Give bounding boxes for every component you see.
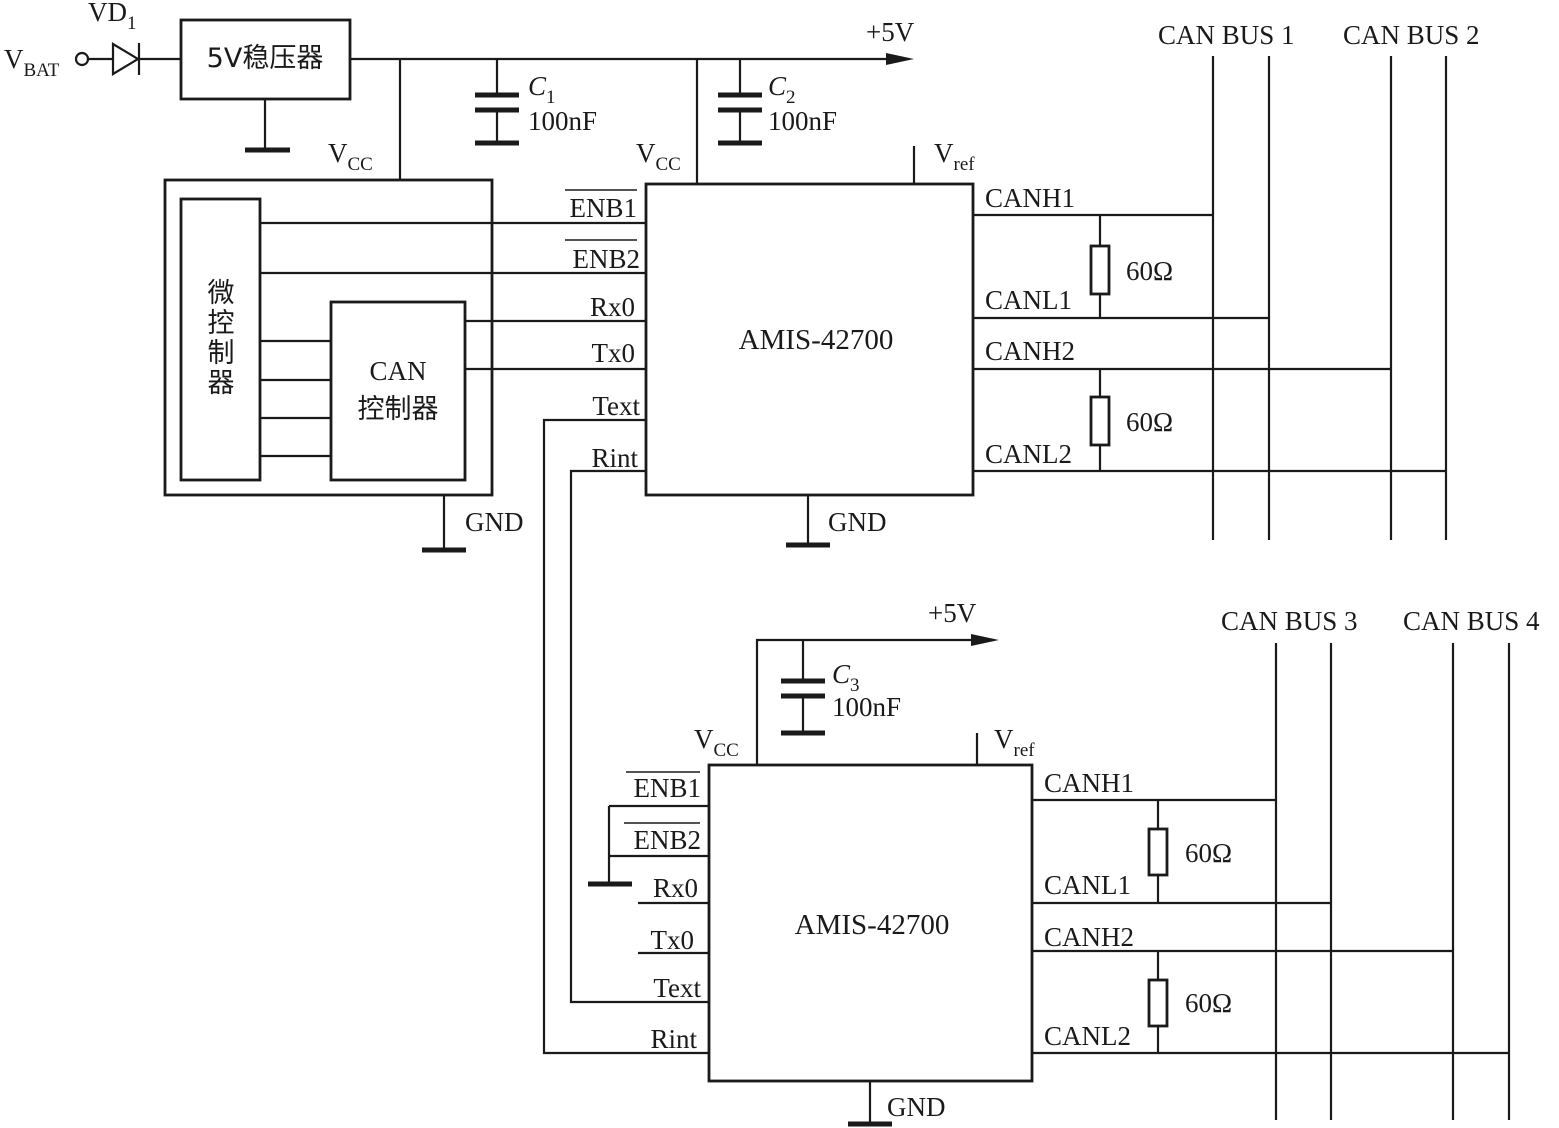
mcu-label-4: 器 bbox=[208, 368, 235, 399]
transceiver-2-vcc-label: VCC bbox=[694, 724, 739, 761]
resistor-3-label: 60Ω bbox=[1185, 838, 1232, 868]
pin-rint: Rint bbox=[650, 1024, 697, 1054]
mcu-box bbox=[179, 197, 262, 482]
pin-canh1: CANH1 bbox=[985, 183, 1075, 213]
pin-text: Text bbox=[653, 973, 701, 1003]
transceiver-1-vref-label: Vref bbox=[934, 138, 975, 175]
can-bus-3-label: CAN BUS 3 bbox=[1221, 606, 1358, 636]
c3-label: C3 bbox=[832, 659, 860, 696]
can-controller-label-2: 控制器 bbox=[358, 394, 439, 425]
resistor-icon bbox=[1147, 827, 1169, 877]
controller-vcc-label: VCC bbox=[328, 138, 373, 175]
pin-text: Text bbox=[592, 391, 640, 421]
vbat-label: VBAT bbox=[4, 44, 60, 81]
pin-rint: Rint bbox=[591, 443, 638, 473]
resistor-icon bbox=[1089, 395, 1111, 447]
pin-enb2: ENB2 bbox=[573, 244, 641, 274]
transceiver-2-name: AMIS-42700 bbox=[795, 909, 950, 941]
transceiver-2-box bbox=[707, 763, 1034, 1083]
transceiver-2: +5V C3 100nF VCC Vref AMIS-42700 ENB1 EN… bbox=[588, 598, 1509, 1127]
pin-canl2: CANL2 bbox=[985, 439, 1072, 469]
pin-canl2: CANL2 bbox=[1044, 1021, 1131, 1051]
pin-tx0: Tx0 bbox=[651, 925, 695, 955]
c3-value: 100nF bbox=[832, 692, 901, 722]
controller-block: VCC 微 控 制 器 CAN 控制器 GND bbox=[163, 59, 524, 553]
can-bus-2-label: CAN BUS 2 bbox=[1343, 20, 1480, 50]
resistor-icon bbox=[1089, 244, 1111, 296]
arrow-right-icon bbox=[971, 634, 999, 646]
pin-rx0: Rx0 bbox=[590, 292, 635, 322]
capacitor-c2: C2 100nF bbox=[718, 59, 837, 146]
c2-label: C2 bbox=[768, 71, 796, 108]
pin-canh2: CANH2 bbox=[985, 336, 1075, 366]
resistor-4-label: 60Ω bbox=[1185, 988, 1232, 1018]
pin-canh1: CANH1 bbox=[1044, 768, 1134, 798]
pin-rx0: Rx0 bbox=[653, 873, 698, 903]
diode-label: VD1 bbox=[88, 0, 137, 34]
pin-canl1: CANL1 bbox=[985, 285, 1072, 315]
can-controller-label-1: CAN bbox=[369, 356, 426, 386]
mcu-label-1: 微 bbox=[208, 278, 235, 309]
can-bus-1-label: CAN BUS 1 bbox=[1158, 20, 1295, 50]
can-bus-top: CAN BUS 1 CAN BUS 2 bbox=[1158, 20, 1480, 540]
vbat-terminal bbox=[74, 51, 90, 67]
can-controller-box bbox=[329, 300, 467, 482]
can-bus-bottom: CAN BUS 3 CAN BUS 4 bbox=[1221, 606, 1540, 1120]
transceiver-1-box bbox=[644, 182, 975, 497]
transceiver-2-vref-label: Vref bbox=[994, 724, 1035, 761]
mcu-label-3: 制 bbox=[208, 338, 235, 369]
pin-canl1: CANL1 bbox=[1044, 870, 1131, 900]
pin-tx0: Tx0 bbox=[592, 338, 636, 368]
transceiver-1-vcc-label: VCC bbox=[636, 138, 681, 175]
diode-icon bbox=[111, 42, 141, 76]
pin-enb2: ENB2 bbox=[634, 825, 702, 855]
resistor-1-label: 60Ω bbox=[1126, 256, 1173, 286]
c1-value: 100nF bbox=[528, 106, 597, 136]
regulator-label: 5V稳压器 bbox=[207, 43, 324, 74]
pin-canh2: CANH2 bbox=[1044, 922, 1134, 952]
mcu-label-2: 控 bbox=[208, 308, 235, 339]
transceiver-2-gnd-label: GND bbox=[887, 1092, 946, 1122]
c2-value: 100nF bbox=[768, 106, 837, 136]
pin-enb1: ENB1 bbox=[570, 193, 638, 223]
resistor-icon bbox=[1147, 978, 1169, 1028]
pin-enb1: ENB1 bbox=[634, 773, 702, 803]
transceiver-1-name: AMIS-42700 bbox=[739, 324, 894, 356]
resistor-2-label: 60Ω bbox=[1126, 407, 1173, 437]
power-supply: VBAT VD1 5V稳压器 +5V bbox=[4, 0, 915, 153]
transceiver-1: VCC Vref AMIS-42700 ENB1 ENB2 Rx0 Tx0 Te… bbox=[565, 59, 1446, 548]
can-bus-4-label: CAN BUS 4 bbox=[1403, 606, 1540, 636]
capacitor-c1: C1 100nF bbox=[475, 59, 597, 146]
controller-gnd-label: GND bbox=[465, 507, 524, 537]
plus5v-top-label: +5V bbox=[866, 17, 915, 47]
plus5v-bottom-label: +5V bbox=[928, 598, 977, 628]
c1-label: C1 bbox=[528, 71, 556, 108]
arrow-right-icon bbox=[886, 53, 914, 65]
transceiver-1-gnd-label: GND bbox=[828, 507, 887, 537]
